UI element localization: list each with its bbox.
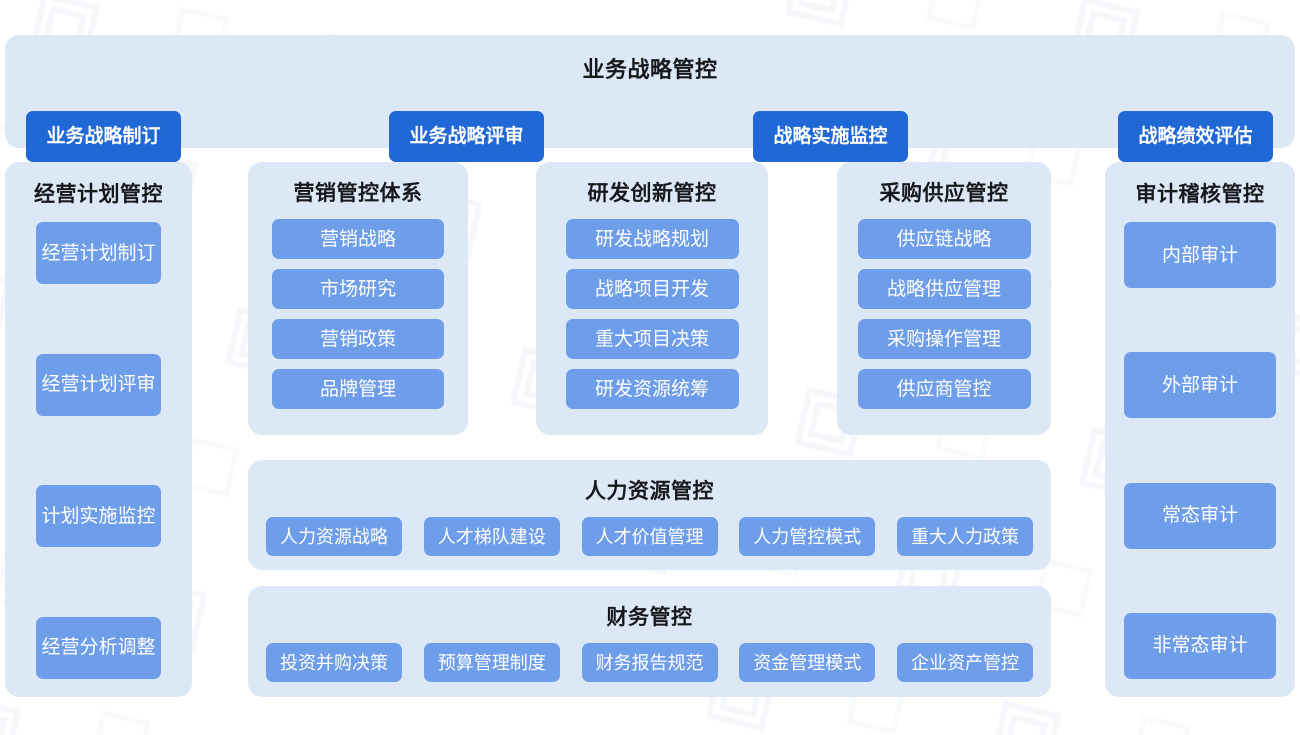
button-non-routine-audit[interactable]: 非常态审计 xyxy=(1124,612,1276,679)
audit-inspection-control-item-list: 内部审计 外部审计 常态审计 非常态审计 xyxy=(1105,222,1295,679)
marketing-control-item-list: 营销战略 市场研究 营销政策 品牌管理 xyxy=(248,219,468,409)
button-external-audit[interactable]: 外部审计 xyxy=(1124,352,1276,419)
button-fund-management-model[interactable]: 资金管理模式 xyxy=(739,643,876,682)
panel-procurement-supply-control: 采购供应管控 供应链战略 战略供应管理 采购操作管理 供应商管控 xyxy=(837,162,1051,435)
button-procurement-operation-management[interactable]: 采购操作管理 xyxy=(857,319,1031,359)
button-plan-implementation-monitoring[interactable]: 计划实施监控 xyxy=(36,485,161,548)
button-hr-strategy[interactable]: 人力资源战略 xyxy=(266,517,402,556)
button-brand-management[interactable]: 品牌管理 xyxy=(272,369,444,409)
panel-title-audit-inspection-control: 审计稽核管控 xyxy=(1135,183,1265,206)
rnd-innovation-control-item-list: 研发战略规划 战略项目开发 重大项目决策 研发资源统筹 xyxy=(536,219,768,409)
button-strategy-performance-evaluation[interactable]: 战略绩效评估 xyxy=(1118,111,1273,162)
operating-plan-control-item-list: 经营计划制订 经营计划评审 计划实施监控 经营分析调整 xyxy=(5,222,192,679)
panel-title-human-resource-control: 人力资源管控 xyxy=(585,480,714,503)
panel-human-resource-control: 人力资源管控 人力资源战略 人才梯队建设 人才价值管理 人力管控模式 重大人力政… xyxy=(248,460,1051,570)
human-resource-control-item-list: 人力资源战略 人才梯队建设 人才价值管理 人力管控模式 重大人力政策 xyxy=(266,517,1033,556)
button-strategic-supply-management[interactable]: 战略供应管理 xyxy=(857,269,1031,309)
panel-title-procurement-supply-control: 采购供应管控 xyxy=(879,182,1009,205)
button-strategic-project-development[interactable]: 战略项目开发 xyxy=(565,269,739,309)
button-operating-analysis-adjustment[interactable]: 经营分析调整 xyxy=(36,616,161,679)
button-internal-audit[interactable]: 内部审计 xyxy=(1124,222,1276,288)
button-marketing-policy[interactable]: 营销政策 xyxy=(272,319,444,359)
button-supply-chain-strategy[interactable]: 供应链战略 xyxy=(857,219,1031,259)
button-operating-plan-review[interactable]: 经营计划评审 xyxy=(36,353,161,416)
panel-audit-inspection-control: 审计稽核管控 内部审计 外部审计 常态审计 非常态审计 xyxy=(1105,162,1295,697)
panel-marketing-control-system: 营销管控体系 营销战略 市场研究 营销政策 品牌管理 xyxy=(248,162,468,435)
button-business-strategy-review[interactable]: 业务战略评审 xyxy=(389,111,544,162)
panel-title-rnd-innovation-control: 研发创新管控 xyxy=(587,182,717,205)
button-routine-audit[interactable]: 常态审计 xyxy=(1124,482,1276,549)
panel-financial-control: 财务管控 投资并购决策 预算管理制度 财务报告规范 资金管理模式 企业资产管控 xyxy=(248,586,1051,697)
panel-title-business-strategy-control: 业务战略管控 xyxy=(582,57,718,82)
panel-title-marketing-control-system: 营销管控体系 xyxy=(293,182,423,205)
procurement-supply-control-item-list: 供应链战略 战略供应管理 采购操作管理 供应商管控 xyxy=(837,219,1051,409)
button-business-strategy-formulation[interactable]: 业务战略制订 xyxy=(26,111,181,162)
button-strategy-implementation-monitoring[interactable]: 战略实施监控 xyxy=(753,111,908,162)
panel-title-financial-control: 财务管控 xyxy=(606,606,693,629)
button-operating-plan-formulation[interactable]: 经营计划制订 xyxy=(36,222,161,284)
button-hr-control-model[interactable]: 人力管控模式 xyxy=(739,517,876,556)
button-talent-value-management[interactable]: 人才价值管理 xyxy=(581,517,718,556)
button-major-project-decision[interactable]: 重大项目决策 xyxy=(565,319,739,359)
financial-control-item-list: 投资并购决策 预算管理制度 财务报告规范 资金管理模式 企业资产管控 xyxy=(266,643,1033,682)
button-investment-ma-decision[interactable]: 投资并购决策 xyxy=(266,643,402,682)
panel-business-strategy-control: 业务战略管控 业务战略制订 业务战略评审 战略实施监控 战略绩效评估 xyxy=(5,35,1295,162)
button-financial-reporting-standards[interactable]: 财务报告规范 xyxy=(581,643,718,682)
button-supplier-control[interactable]: 供应商管控 xyxy=(857,369,1031,409)
button-market-research[interactable]: 市场研究 xyxy=(272,269,444,309)
button-talent-pipeline-building[interactable]: 人才梯队建设 xyxy=(423,517,560,556)
button-rnd-strategic-planning[interactable]: 研发战略规划 xyxy=(565,219,739,259)
panel-operating-plan-control: 经营计划管控 经营计划制订 经营计划评审 计划实施监控 经营分析调整 xyxy=(5,162,192,697)
button-enterprise-asset-control[interactable]: 企业资产管控 xyxy=(897,643,1033,682)
button-budget-management-system[interactable]: 预算管理制度 xyxy=(423,643,560,682)
panel-rnd-innovation-control: 研发创新管控 研发战略规划 战略项目开发 重大项目决策 研发资源统筹 xyxy=(536,162,768,435)
panel-title-operating-plan-control: 经营计划管控 xyxy=(34,183,163,206)
button-rnd-resource-coordination[interactable]: 研发资源统筹 xyxy=(565,369,739,409)
button-marketing-strategy[interactable]: 营销战略 xyxy=(272,219,444,259)
button-major-hr-policy[interactable]: 重大人力政策 xyxy=(897,517,1033,556)
